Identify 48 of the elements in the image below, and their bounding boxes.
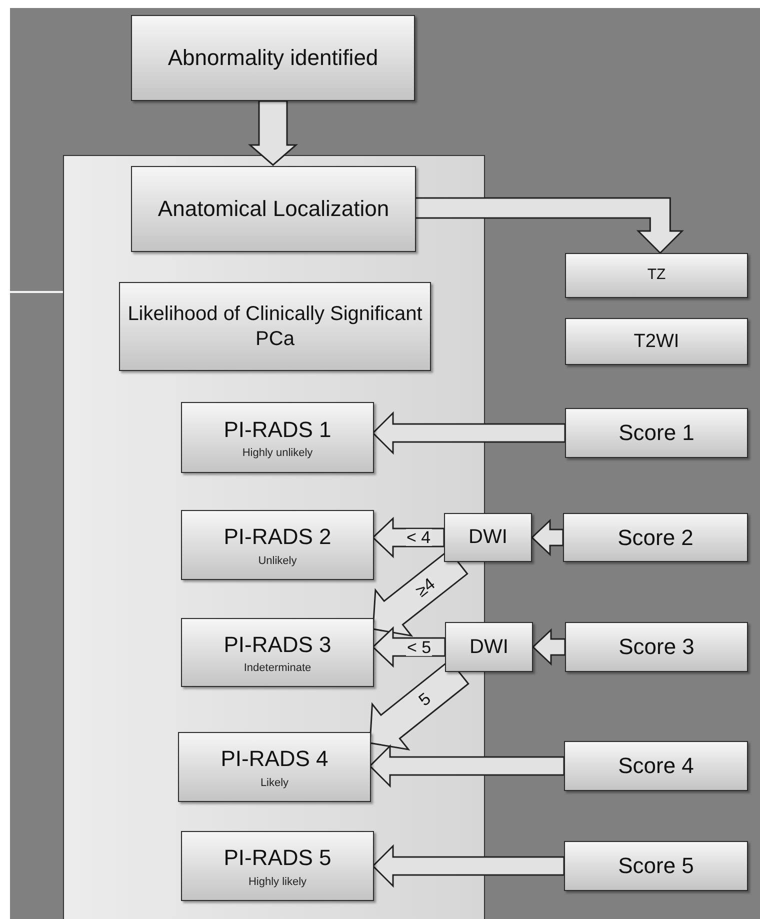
process-box [565, 318, 748, 365]
block-arrow [372, 844, 565, 888]
process-box [565, 253, 748, 298]
node-label: DWI [470, 634, 508, 660]
node-sublabel: Highly unlikely [242, 447, 313, 460]
node-label: Score 3 [618, 633, 694, 661]
node-label: Abnormality identified [168, 44, 378, 72]
block-arrow [530, 518, 564, 556]
process-box [564, 841, 748, 891]
process-box [565, 622, 748, 672]
node-label: PI-RADS 3 [224, 630, 332, 658]
block-arrow [532, 628, 566, 666]
process-box [131, 15, 415, 101]
process-box [119, 282, 431, 371]
node-label: PI-RADS 5 [224, 844, 332, 872]
node-label: Anatomical Localization [158, 195, 390, 223]
node-label: Likelihood of Clinically Significant PCa [126, 302, 424, 352]
block-arrow [368, 744, 565, 788]
node-sublabel: Indeterminate [244, 662, 312, 674]
node-sublabel: Unlikely [258, 554, 297, 567]
block-arrow [414, 197, 684, 254]
node-label: Score 5 [618, 852, 694, 880]
node-label: TZ [647, 266, 666, 285]
result-box [181, 831, 374, 901]
process-box [445, 622, 533, 672]
block-arrow [372, 411, 566, 455]
node-label: Score 2 [618, 524, 694, 552]
block-arrow [248, 100, 298, 166]
node-label: PI-RADS 4 [220, 745, 328, 773]
node-label: Score 4 [618, 752, 694, 780]
process-box [565, 408, 748, 458]
edge-label: < 4 [406, 529, 432, 546]
result-box [181, 402, 374, 473]
node-label: T2WI [634, 330, 680, 354]
result-box [181, 510, 374, 580]
node-label: PI-RADS 2 [224, 523, 332, 551]
result-box [178, 732, 371, 802]
process-box [564, 741, 748, 791]
node-label: PI-RADS 1 [224, 416, 332, 444]
edge-label: < 5 [406, 638, 432, 656]
process-box [444, 513, 532, 562]
node-label: Score 1 [618, 419, 694, 447]
node-label: DWI [468, 525, 508, 550]
process-box [131, 166, 416, 252]
node-sublabel: Likely [260, 776, 289, 789]
process-box [563, 513, 748, 562]
result-box [181, 618, 374, 687]
node-sublabel: Highly likely [248, 876, 307, 888]
